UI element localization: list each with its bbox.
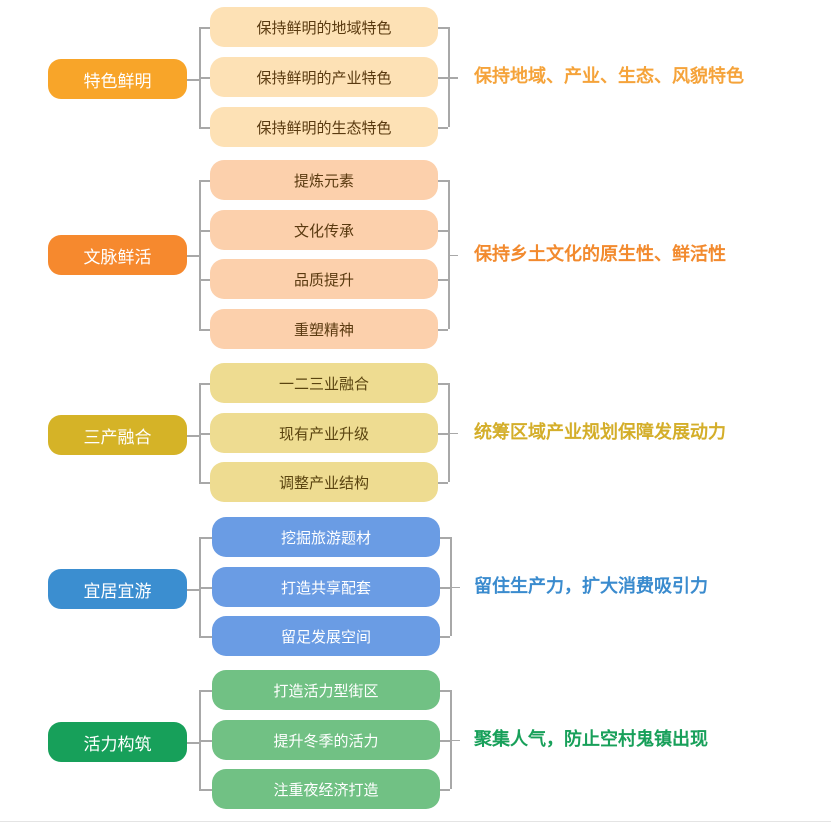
connector-line [199,180,201,329]
child-node[interactable]: 一二三业融合 [210,363,438,403]
connector-line [199,230,210,232]
connector-line [187,79,200,81]
group-summary: 留住生产力，扩大消费吸引力 [474,575,708,597]
connector-line [199,383,210,385]
connector-line [199,329,210,331]
group-summary: 保持地域、产业、生态、风貌特色 [474,66,744,87]
group-summary: 聚集人气，防止空村鬼镇出现 [474,728,708,750]
bracket-line [438,482,448,484]
connector-line [199,740,212,742]
connector-line [199,383,201,482]
bracket-line [438,433,448,435]
bracket-line [440,636,450,638]
connector-line [187,435,200,437]
connector-line [199,636,212,638]
connector-line [199,690,201,789]
group-summary: 统筹区域产业规划保障发展动力 [474,421,726,443]
connector-line [199,127,210,129]
connector-line [199,180,210,182]
child-node[interactable]: 文化传承 [210,210,438,250]
child-node[interactable]: 打造共享配套 [212,567,440,607]
bracket-line [448,254,458,256]
bottom-divider [0,821,831,822]
root-node[interactable]: 特色鲜明 [48,59,187,99]
bracket-line [440,789,450,791]
connector-line [187,589,200,591]
bracket-line [438,279,448,281]
bracket-line [438,230,448,232]
bracket-line [440,537,450,539]
bracket-line [448,432,458,434]
root-node[interactable]: 文脉鲜活 [48,235,187,275]
bracket-line [448,77,458,79]
bracket-line [450,739,460,741]
bracket-line [438,383,448,385]
bracket-line [440,690,450,692]
root-node[interactable]: 三产融合 [48,415,187,455]
connector-line [199,433,210,435]
connector-line [199,789,212,791]
bracket-line [440,740,450,742]
bracket-line [438,329,448,331]
connector-line [187,742,200,744]
bracket-line [438,127,448,129]
child-node[interactable]: 保持鲜明的产业特色 [210,57,438,97]
connector-line [199,537,201,636]
connector-line [187,255,200,257]
child-node[interactable]: 打造活力型街区 [212,670,440,710]
child-node[interactable]: 重塑精神 [210,309,438,349]
connector-line [199,690,212,692]
root-node[interactable]: 宜居宜游 [48,569,187,609]
group-summary: 保持乡土文化的原生性、鲜活性 [474,243,726,265]
bracket-line [450,586,460,588]
child-node[interactable]: 保持鲜明的生态特色 [210,107,438,147]
child-node[interactable]: 留足发展空间 [212,616,440,656]
bracket-line [438,180,448,182]
child-node[interactable]: 现有产业升级 [210,413,438,453]
child-node[interactable]: 提炼元素 [210,160,438,200]
connector-line [199,482,210,484]
connector-line [199,27,210,29]
connector-line [199,77,210,79]
child-node[interactable]: 注重夜经济打造 [212,769,440,809]
child-node[interactable]: 品质提升 [210,259,438,299]
bracket-line [438,27,448,29]
child-node[interactable]: 提升冬季的活力 [212,720,440,760]
child-node[interactable]: 挖掘旅游题材 [212,517,440,557]
bracket-line [438,77,448,79]
child-node[interactable]: 保持鲜明的地域特色 [210,7,438,47]
connector-line [199,537,212,539]
connector-line [199,587,212,589]
bracket-line [440,587,450,589]
connector-line [199,279,210,281]
child-node[interactable]: 调整产业结构 [210,462,438,502]
root-node[interactable]: 活力构筑 [48,722,187,762]
